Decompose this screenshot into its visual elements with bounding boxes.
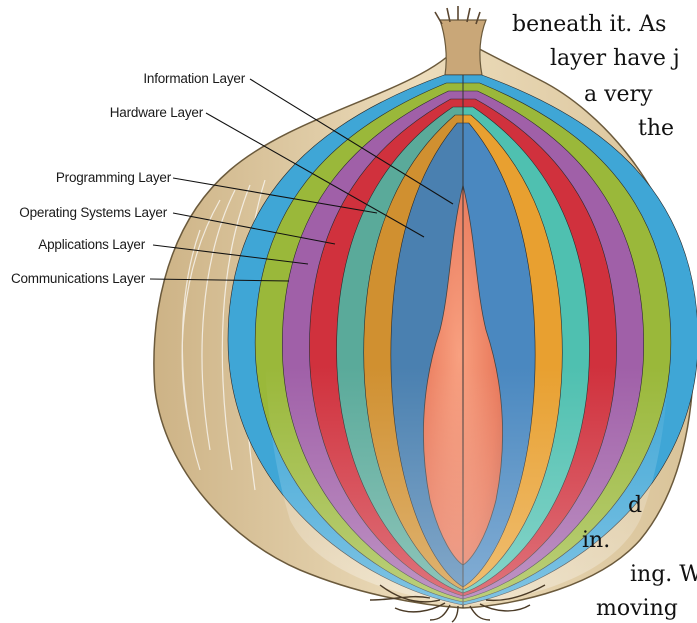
body-text-line-4: the bbox=[638, 118, 674, 140]
body-text-line-8: moving bbox=[596, 598, 678, 620]
label-information-layer: Information Layer bbox=[143, 71, 245, 86]
label-hardware-layer: Hardware Layer bbox=[110, 105, 203, 120]
body-text-line-6: in. bbox=[582, 530, 610, 552]
label-communications-layer: Communications Layer bbox=[11, 271, 145, 286]
label-applications-layer: Applications Layer bbox=[38, 237, 145, 252]
body-text-line-7: ing. W bbox=[630, 564, 697, 586]
label-operating-systems-layer: Operating Systems Layer bbox=[19, 205, 167, 220]
label-programming-layer: Programming Layer bbox=[56, 170, 171, 185]
body-text-line-1: beneath it. As bbox=[512, 14, 666, 36]
body-text-line-3: a very bbox=[584, 84, 653, 106]
body-text-line-2: layer have j bbox=[550, 48, 680, 70]
body-text-line-5: d bbox=[628, 495, 642, 517]
